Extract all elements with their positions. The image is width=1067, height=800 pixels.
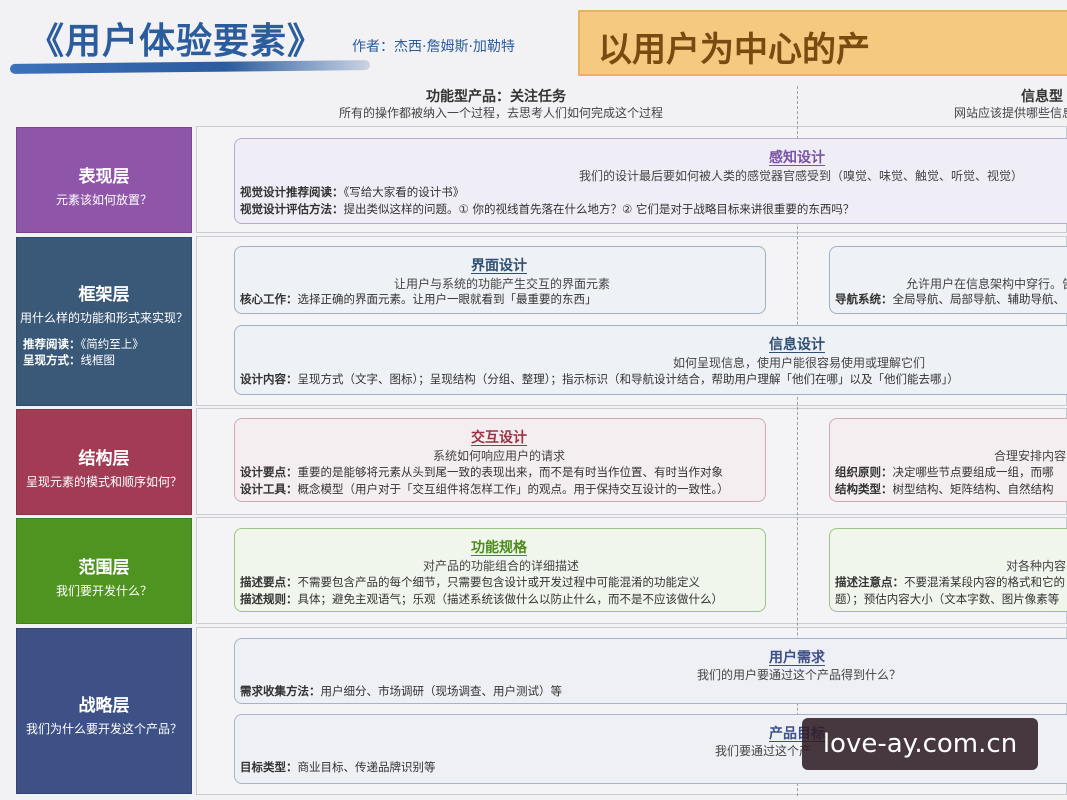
sensory-l1-text: 《写给大家看的设计书》	[343, 185, 465, 199]
card-interaction-title: 交互设计	[471, 430, 527, 446]
card-interface-title: 界面设计	[471, 258, 527, 274]
interface-l1-label: 核心工作：	[240, 292, 298, 306]
layer-structure-name: 结构层	[78, 449, 130, 469]
card-information-subtitle: 如何呈现信息，使用户能很容易使用或理解它们	[673, 356, 926, 370]
card-interface-design: 界面设计 让用户与系统的功能产生交互的界面元素 核心工作：选择正确的界面元素。让…	[234, 246, 766, 314]
card-user-needs-line1: 需求收集方法：用户细分、市场调研（现场调查、用户测试）等	[240, 683, 562, 699]
interaction-l2-text: 概念模型（用户对于「交互组件将怎样工作」的观点。用于保持交互设计的一致性。）	[297, 482, 729, 496]
card-sensory-line2: 视觉设计评估方法：提出类似这样的问题。① 你的视线首先落在什么地方？② 它们是对…	[240, 201, 854, 217]
layer-strategy: 战略层 我们为什么要开发这个产品？	[16, 628, 192, 794]
card-content-requirements: 对各种内容 描述注意点：不要混淆某段内容的格式和它的 题）；预估内容大小（文本字…	[829, 528, 1067, 612]
content-l1-label: 描述注意点：	[835, 575, 904, 589]
watermark-badge: love-ay.com.cn	[802, 718, 1038, 770]
reading-value: 《简约至上》	[80, 337, 144, 351]
card-interaction-line2: 设计工具：概念模型（用户对于「交互组件将怎样工作」的观点。用于保持交互设计的一致…	[240, 481, 729, 497]
card-navigation-line1: 导航系统：全局导航、局部导航、辅助导航、	[835, 291, 1065, 307]
content-l1-text: 不要混淆某段内容的格式和它的	[904, 575, 1065, 589]
card-information-line1: 设计内容：呈现方式（文字、图标）；呈现结构（分组、整理）；指示标识（和导航设计结…	[240, 371, 959, 387]
card-product-goals-subtitle: 我们要通过这个产	[715, 744, 812, 758]
layer-scope-name: 范围层	[78, 558, 130, 578]
layer-scope: 范围层 我们要开发什么？	[16, 518, 192, 624]
interaction-l1-text: 重要的是能够将元素从头到尾一致的表现出来，而不是有时当作位置、有时当作对象	[297, 465, 724, 479]
column-left-subtitle: 所有的操作都被纳入一个过程，去思考人们如何完成这个过程	[339, 106, 664, 120]
card-sensory-line1: 视觉设计推荐阅读：《写给大家看的设计书》	[240, 184, 464, 200]
sensory-l2-label: 视觉设计评估方法：	[240, 202, 344, 216]
card-navigation-subtitle: 允许用户在信息架构中穿行。告	[906, 277, 1067, 291]
sensory-l2-text: 提出类似这样的问题。① 你的视线首先落在什么地方？② 它们是对于战略目标来讲很重…	[343, 202, 855, 216]
functional-l1-text: 不需要包含产品的每个细节，只需要包含设计或开发过程中可能混淆的功能定义	[297, 575, 701, 589]
layer-strategy-question: 我们为什么要开发这个产品？	[25, 722, 182, 736]
column-right-title: 信息型	[1021, 89, 1063, 105]
card-content-line2: 题）；预估内容大小（文本字数、图片像素等	[835, 592, 1060, 606]
interface-l1-text: 选择正确的界面元素。让用户一眼就看到「最重要的东西」	[297, 292, 597, 306]
interaction-l1-label: 设计要点：	[240, 465, 298, 479]
card-content-line1: 描述注意点：不要混淆某段内容的格式和它的	[835, 574, 1065, 590]
card-functional-title: 功能规格	[471, 540, 527, 556]
layer-skeleton-name: 框架层	[78, 285, 130, 305]
card-functional-line1: 描述要点：不需要包含产品的每个细节，只需要包含设计或开发过程中可能混淆的功能定义	[240, 574, 700, 590]
ia-l1-text: 决定哪些节点要组成一组，而哪	[892, 465, 1054, 479]
method-label: 呈现方式：	[23, 353, 81, 367]
sensory-l1-label: 视觉设计推荐阅读：	[240, 185, 344, 199]
ia-l2-label: 结构类型：	[835, 482, 893, 496]
card-ia-line2: 结构类型：树型结构、矩阵结构、自然结构	[835, 481, 1054, 497]
navigation-l1-label: 导航系统：	[835, 292, 893, 306]
product-goals-l1-text: 商业目标、传递品牌识别等	[297, 760, 436, 774]
card-sensory-title: 感知设计	[769, 150, 825, 166]
user-needs-l1-label: 需求收集方法：	[240, 684, 321, 698]
card-sensory-subtitle: 我们的设计最后要如何被人类的感觉器官感受到（嗅觉、味觉、触觉、听觉、视觉）	[579, 169, 1024, 183]
card-ia-subtitle: 合理安排内容	[994, 449, 1067, 463]
information-l1-label: 设计内容：	[240, 372, 298, 386]
card-information-architecture: 合理安排内容 组织原则：决定哪些节点要组成一组，而哪 结构类型：树型结构、矩阵结…	[829, 418, 1067, 502]
layer-skeleton-notes: 推荐阅读：《简约至上》 呈现方式：线框图	[17, 336, 191, 368]
layer-skeleton: 框架层 用什么样的功能和形式来实现？ 推荐阅读：《简约至上》 呈现方式：线框图	[16, 237, 192, 406]
card-user-needs: 用户需求 我们的用户要通过这个产品得到什么？ 需求收集方法：用户细分、市场调研（…	[234, 638, 1067, 704]
card-sensory-design: 感知设计 我们的设计最后要如何被人类的感觉器官感受到（嗅觉、味觉、触觉、听觉、视…	[234, 138, 1067, 224]
card-interface-subtitle: 让用户与系统的功能产生交互的界面元素	[394, 277, 611, 291]
author-line: 作者：杰西·詹姆斯·加勒特	[352, 39, 515, 55]
navigation-l1-text: 全局导航、局部导航、辅助导航、	[892, 292, 1066, 306]
ia-l1-label: 组织原则：	[835, 465, 893, 479]
column-right-subtitle: 网站应该提供哪些信息	[954, 106, 1067, 120]
user-needs-l1-text: 用户细分、市场调研（现场调查、用户测试）等	[320, 684, 563, 698]
reading-label: 推荐阅读：	[23, 337, 81, 351]
card-interaction-subtitle: 系统如何响应用户的请求	[433, 449, 566, 463]
page-title: 《用户体验要素》	[28, 21, 325, 62]
card-information-design: 信息设计 如何呈现信息，使用户能很容易使用或理解它们 设计内容：呈现方式（文字、…	[234, 325, 1067, 395]
interaction-l2-label: 设计工具：	[240, 482, 298, 496]
card-information-title: 信息设计	[769, 337, 825, 353]
ia-l2-text: 树型结构、矩阵结构、自然结构	[892, 482, 1054, 496]
layer-skeleton-question: 用什么样的功能和形式来实现？	[19, 311, 188, 325]
layer-surface-question: 元素该如何放置？	[55, 193, 152, 207]
card-interface-line1: 核心工作：选择正确的界面元素。让用户一眼就看到「最重要的东西」	[240, 291, 597, 307]
card-content-subtitle: 对各种内容	[1006, 559, 1067, 573]
functional-l1-label: 描述要点：	[240, 575, 298, 589]
layer-structure: 结构层 呈现元素的模式和顺序如何？	[16, 409, 192, 515]
column-divider	[797, 86, 798, 796]
card-product-goals-line1: 目标类型：商业目标、传递品牌识别等	[240, 759, 436, 775]
layer-surface: 表现层 元素该如何放置？	[16, 127, 192, 233]
card-functional-spec: 功能规格 对产品的功能组合的详细描述 描述要点：不需要包含产品的每个细节，只需要…	[234, 528, 766, 612]
functional-l2-label: 描述规则：	[240, 592, 298, 606]
card-user-needs-title: 用户需求	[769, 650, 825, 666]
card-interaction-line1: 设计要点：重要的是能够将元素从头到尾一致的表现出来，而不是有时当作位置、有时当作…	[240, 464, 723, 480]
information-l1-text: 呈现方式（文字、图标）；呈现结构（分组、整理）；指示标识（和导航设计结合，帮助用…	[297, 372, 959, 386]
product-goals-l1-label: 目标类型：	[240, 760, 298, 774]
card-user-needs-subtitle: 我们的用户要通过这个产品得到什么？	[697, 668, 902, 682]
layer-scope-question: 我们要开发什么？	[55, 584, 152, 598]
card-navigation-design: 允许用户在信息架构中穿行。告 导航系统：全局导航、局部导航、辅助导航、	[829, 246, 1067, 314]
column-left-title: 功能型产品：关注任务	[426, 89, 566, 105]
card-ia-line1: 组织原则：决定哪些节点要组成一组，而哪	[835, 464, 1054, 480]
method-value: 线框图	[80, 353, 116, 367]
layer-strategy-name: 战略层	[78, 696, 130, 716]
banner: 以用户为中心的产	[578, 10, 1067, 76]
card-interaction-design: 交互设计 系统如何响应用户的请求 设计要点：重要的是能够将元素从头到尾一致的表现…	[234, 418, 766, 502]
card-functional-subtitle: 对产品的功能组合的详细描述	[423, 559, 580, 573]
card-functional-line2: 描述规则：具体；避免主观语气；乐观（描述系统该做什么以防止什么，而不是不应该做什…	[240, 591, 723, 607]
banner-text: 以用户为中心的产	[598, 30, 870, 70]
layer-structure-question: 呈现元素的模式和顺序如何？	[25, 475, 182, 489]
functional-l2-text: 具体；避免主观语气；乐观（描述系统该做什么以防止什么，而不是不应该做什么）	[297, 592, 724, 606]
layer-surface-name: 表现层	[78, 167, 130, 187]
